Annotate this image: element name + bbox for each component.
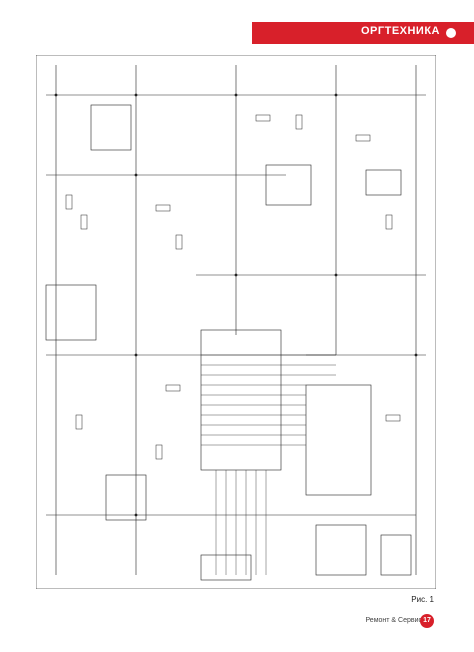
section-banner (252, 22, 474, 44)
header-band: ОРГТЕХНИКА (0, 0, 474, 44)
section-title: ОРГТЕХНИКА (360, 25, 440, 37)
circuit-schematic (36, 55, 436, 589)
figure-label: Рис. 1 (411, 595, 434, 604)
footer-magazine: Ремонт & Сервис (365, 617, 422, 624)
banner-dot-icon (446, 28, 456, 38)
page-number: 17 (420, 614, 434, 628)
